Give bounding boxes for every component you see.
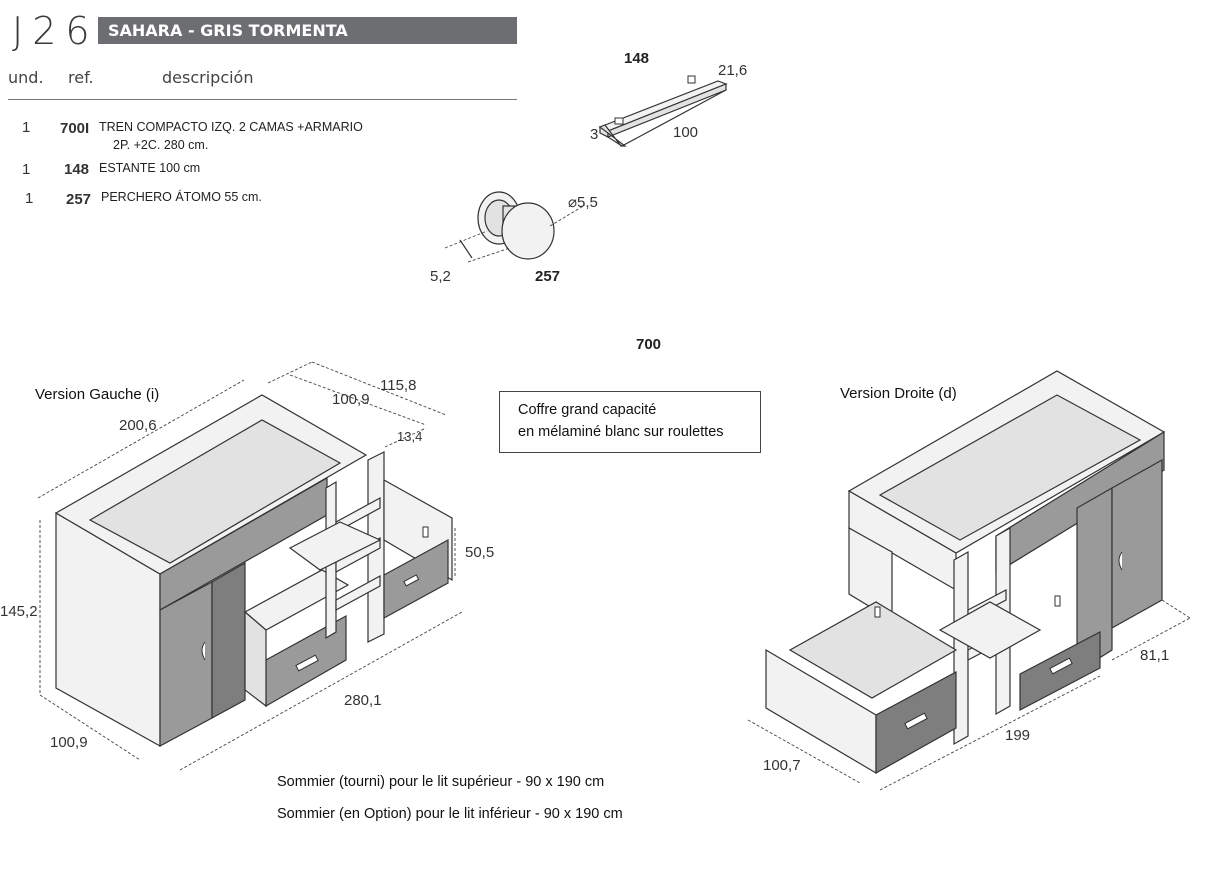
right-total-dim: 199: [1005, 727, 1031, 744]
hook-ref-label: 257: [535, 268, 561, 285]
left-base-dim: 100,9: [50, 734, 88, 751]
right-version-title: Version Droite (d): [840, 385, 957, 402]
left-version-title: Version Gauche (i): [35, 386, 160, 403]
item-ref: 148: [64, 161, 90, 178]
item-desc: TREN COMPACTO IZQ. 2 CAMAS +ARMARIO: [99, 120, 363, 134]
sommier-lower-text: Sommier (en Option) pour le lit inférieu…: [277, 806, 623, 822]
left-total-dim: 280,1: [344, 692, 382, 709]
sommier-upper-text: Sommier (tourni) pour le lit supérieur -…: [277, 774, 605, 790]
column-ref: ref.: [68, 68, 94, 87]
left-length-dim: 200,6: [119, 417, 157, 434]
column-desc: descripción: [162, 68, 254, 87]
column-und: und.: [8, 68, 44, 87]
hook-depth-label: 5,2: [430, 268, 451, 285]
main-ref-label: 700: [636, 336, 662, 353]
shelf-height-label: 3: [590, 126, 599, 143]
shelf-ref-label: 148: [624, 50, 650, 67]
left-depth-dim: 115,8: [380, 377, 417, 394]
hook-diameter-label: ⌀5,5: [568, 194, 598, 211]
shelf-width-label: 21,6: [718, 62, 748, 79]
left-step-dim: 13,4: [397, 429, 423, 444]
item-desc: PERCHERO ÁTOMO 55 cm.: [101, 190, 262, 204]
header-rule: [8, 99, 517, 100]
item-ref: 257: [66, 191, 92, 208]
note-line-2: en mélaminé blanc sur roulettes: [518, 424, 724, 440]
item-qty: 1: [22, 119, 31, 136]
item-qty: 1: [22, 161, 31, 178]
chest-note-box: Coffre grand capacité en mélaminé blanc …: [499, 391, 761, 453]
finish-banner: SAHARA - GRIS TORMENTA: [98, 17, 517, 44]
left-height-dim: 145,2: [0, 603, 38, 620]
item-qty: 1: [25, 190, 34, 207]
shelf-length-label: 100: [673, 124, 699, 141]
shelf-drawing: [598, 75, 728, 147]
left-version-drawing: [37, 361, 463, 771]
item-desc-2: 2P. +2C. 280 cm.: [113, 138, 209, 152]
right-base-dim: 100,7: [763, 757, 801, 774]
item-desc: ESTANTE 100 cm: [99, 161, 201, 175]
left-chest-dim: 50,5: [465, 544, 495, 561]
hook-drawing: [444, 191, 586, 263]
left-top-dim: 100,9: [332, 391, 370, 408]
product-code: J26: [12, 9, 99, 53]
finish-label: SAHARA - GRIS TORMENTA: [108, 21, 348, 40]
item-ref: 700I: [60, 120, 90, 137]
right-version-drawing: [747, 370, 1191, 791]
note-line-1: Coffre grand capacité: [518, 402, 657, 418]
right-depth-dim: 81,1: [1140, 647, 1170, 664]
hook-diameter-value: 5,5: [577, 194, 598, 211]
